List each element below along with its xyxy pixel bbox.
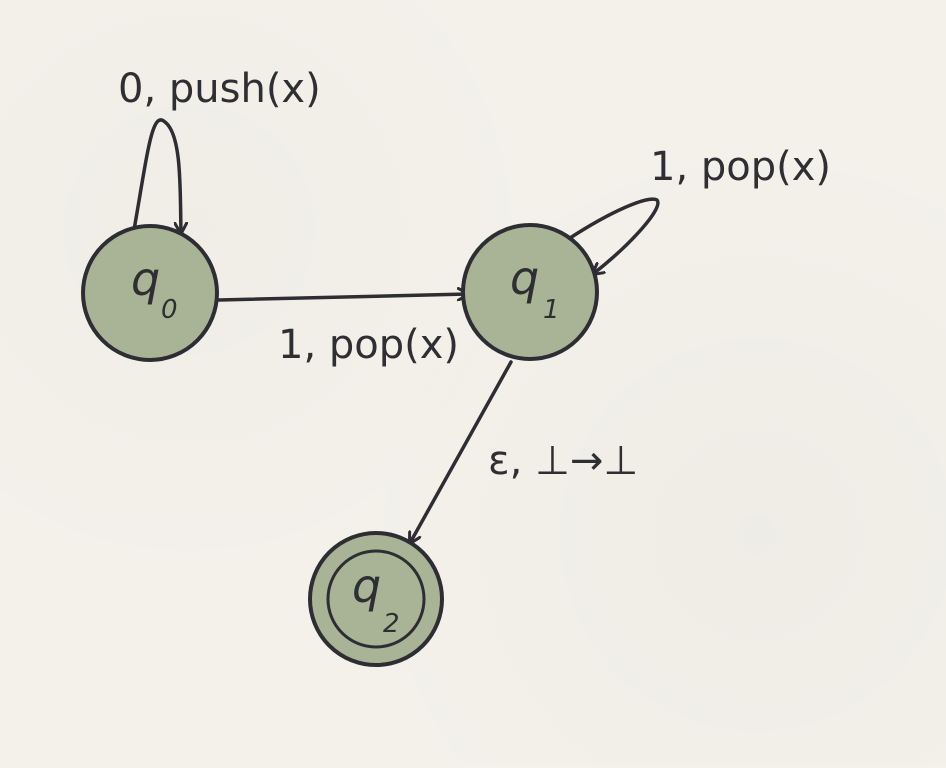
transition-q0-q1-edge <box>217 294 468 302</box>
state-q0-circle <box>81 224 219 362</box>
state-q0-subscript: 0 <box>161 295 178 325</box>
state-q1: q 1 <box>461 223 599 361</box>
transition-q0-q0-label: 0, push(x) <box>118 66 321 112</box>
transition-q1-q1-edge <box>568 197 660 274</box>
transition-q0-q0-edge <box>132 118 181 233</box>
transition-q1-q2-label: ε, ⊥→⊥ <box>488 438 638 484</box>
state-q0: q 0 <box>81 224 219 362</box>
state-q2-subscript: 2 <box>383 609 400 639</box>
state-q2-name: q <box>352 559 381 613</box>
transition-q1-q1-label: 1, pop(x) <box>650 144 831 190</box>
transition-q1-q2-edge <box>410 360 513 543</box>
state-q1-subscript: 1 <box>543 295 560 325</box>
state-q0-name: q <box>131 252 160 306</box>
state-q2-inner-circle <box>326 549 426 649</box>
state-q1-name: q <box>510 251 539 305</box>
state-q2: q 2 <box>308 531 444 667</box>
state-q1-circle <box>461 223 599 361</box>
transition-q0-q1-label: 1, pop(x) <box>278 322 459 368</box>
